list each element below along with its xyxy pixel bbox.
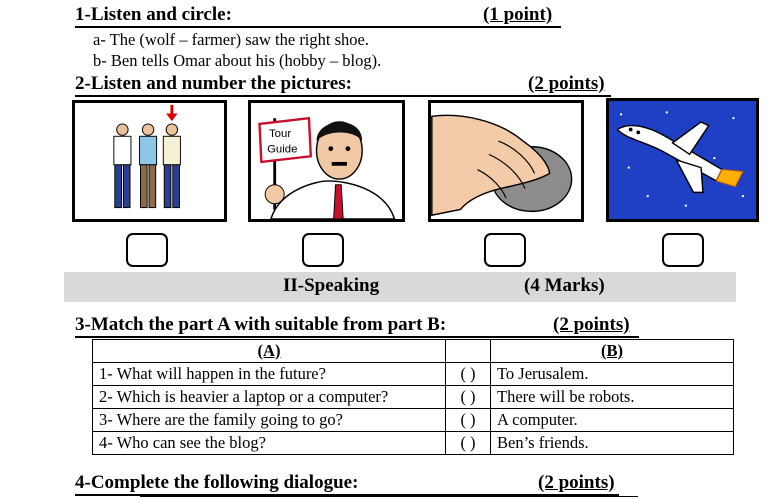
section2-underline — [75, 95, 611, 97]
section3-heading: 3-Match the part A with suitable from pa… — [75, 314, 447, 335]
row-b-text: Ben’s friends. — [490, 431, 734, 455]
table-row: 4- Who can see the blog? ( ) Ben’s frien… — [92, 431, 734, 455]
section1-points: (1 point) — [483, 4, 553, 25]
section3-points: (2 points) — [553, 314, 630, 335]
row-answer-paren[interactable]: ( ) — [445, 408, 491, 432]
section1-underline — [75, 26, 561, 28]
row-a-text: 4- Who can see the blog? — [92, 431, 446, 455]
section2-heading: 2-Listen and number the pictures: — [75, 73, 352, 94]
speaking-band — [64, 272, 736, 302]
row-a-text: 1- What will happen in the future? — [92, 362, 446, 386]
row-answer-paren[interactable]: ( ) — [445, 362, 491, 386]
space-shuttle-icon — [609, 101, 756, 219]
match-table: (A) (B) 1- What will happen in the futur… — [92, 339, 734, 455]
row-b-text: To Jerusalem. — [490, 362, 734, 386]
speaking-marks: (4 Marks) — [524, 275, 605, 296]
section4-points: (2 points) — [538, 472, 615, 493]
tour-sign-line1: Tour — [269, 128, 291, 140]
table-row: 2- Which is heavier a laptop or a comput… — [92, 385, 734, 409]
tour-sign-line2: Guide — [267, 143, 297, 155]
picture-space-shuttle — [606, 98, 759, 222]
row-b-text: A computer. — [490, 408, 734, 432]
picture-tour-guide: Tour Guide — [248, 100, 405, 222]
section3-underline — [75, 336, 639, 338]
picture-4-number-box[interactable] — [662, 233, 704, 267]
section4-underline — [75, 494, 619, 496]
speaking-title: II-Speaking — [283, 275, 380, 296]
match-table-header: (A) (B) — [92, 339, 734, 363]
col-a-header: (A) — [92, 339, 446, 363]
section2-points: (2 points) — [528, 73, 605, 94]
tour-guide-icon: Tour Guide — [258, 116, 396, 219]
picture-2-number-box[interactable] — [302, 233, 344, 267]
three-men-icon — [113, 104, 181, 209]
table-row: 3- Where are the family going to go? ( )… — [92, 408, 734, 432]
section4-heading: 4-Complete the following dialogue: — [75, 472, 359, 493]
row-a-text: 2- Which is heavier a laptop or a comput… — [92, 385, 446, 409]
section1-heading: 1-Listen and circle: — [75, 4, 232, 25]
col-b-header: (B) — [490, 339, 734, 363]
picture-computer-mouse — [428, 100, 584, 222]
table-row: 1- What will happen in the future? ( ) T… — [92, 362, 734, 386]
picture-3-number-box[interactable] — [484, 233, 526, 267]
section1-item-b: b- Ben tells Omar about his (hobby – blo… — [93, 51, 382, 70]
row-answer-paren[interactable]: ( ) — [445, 431, 491, 455]
row-answer-paren[interactable]: ( ) — [445, 385, 491, 409]
picture-three-men — [72, 100, 227, 222]
section1-item-a: a- The (wolf – farmer) saw the right sho… — [93, 30, 369, 49]
row-b-text: There will be robots. — [490, 385, 734, 409]
picture-1-number-box[interactable] — [126, 233, 168, 267]
col-paren-header — [445, 339, 491, 363]
row-a-text: 3- Where are the family going to go? — [92, 408, 446, 432]
computer-mouse-hand-icon — [431, 114, 573, 217]
dialogue-box-top — [140, 496, 638, 500]
